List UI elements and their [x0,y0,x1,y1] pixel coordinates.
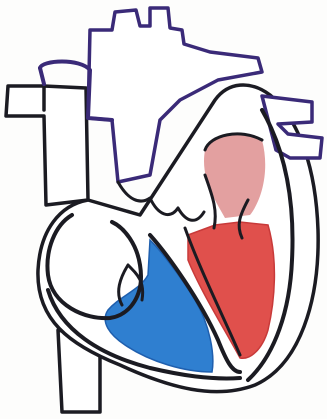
superior-vena-cava [6,86,88,205]
pulmonary-artery-branch [40,68,44,84]
